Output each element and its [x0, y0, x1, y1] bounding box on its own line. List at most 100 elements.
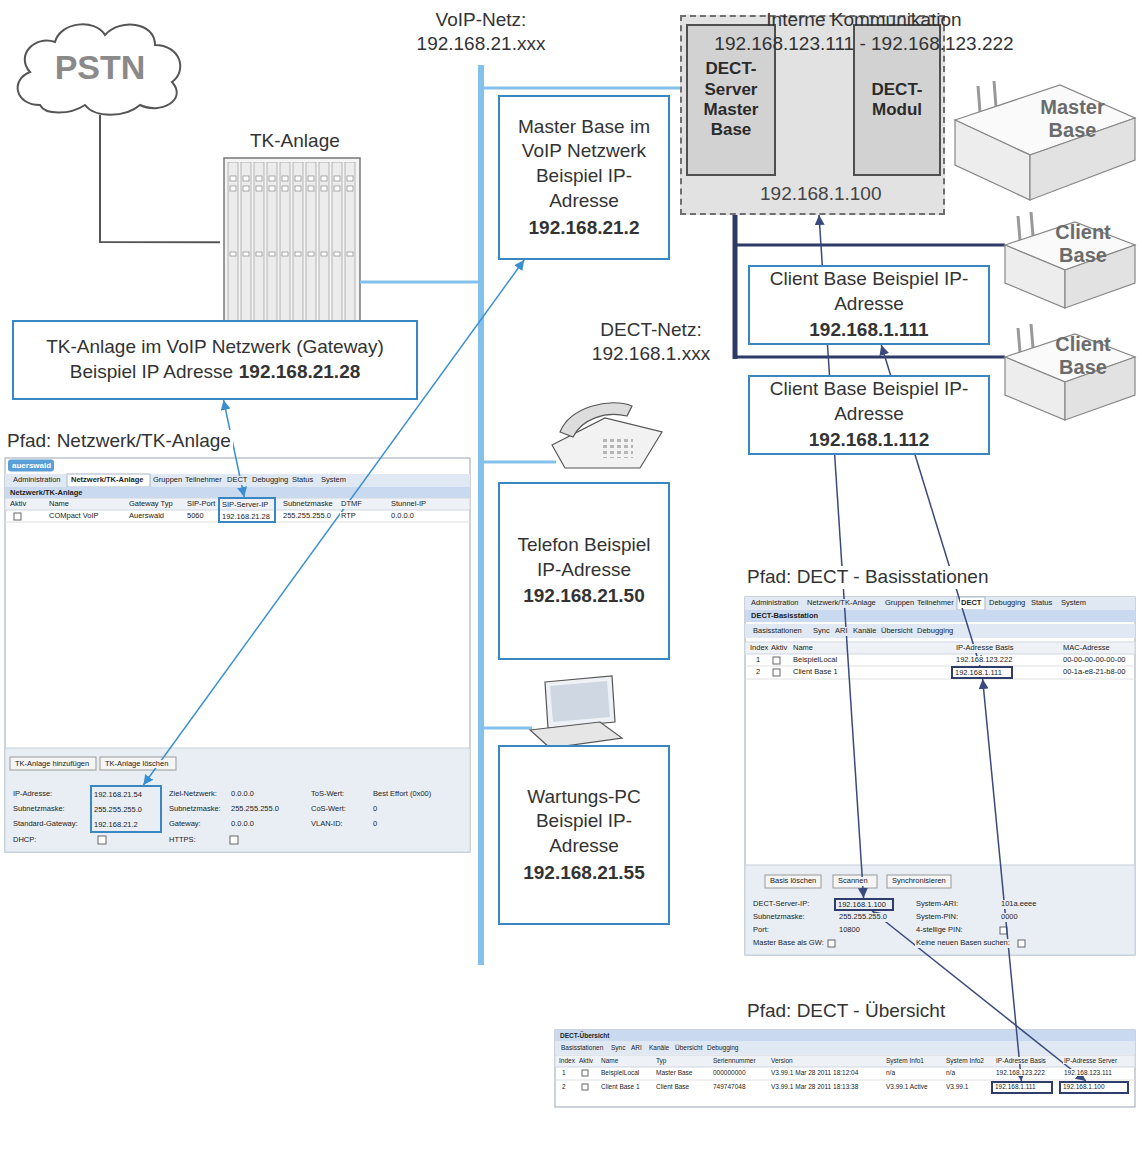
screenshot-text: Best Effort (0x00) [372, 790, 432, 799]
screenshot-text: Name [792, 644, 814, 653]
master-base-device [978, 86, 980, 112]
screenshot-text: Netzwerk/TK-Anlage [70, 476, 145, 485]
screenshot-text: DHCP: [12, 836, 37, 845]
screenshot-panel [555, 1041, 1135, 1054]
screenshot-text: MAC-Adresse [1062, 644, 1111, 653]
text-group: DECT-Modul [857, 80, 937, 121]
node-text: Client Base Beispiel IP-Adresse [758, 377, 980, 426]
text-group: DECT-Server Master Base [690, 59, 772, 141]
screenshot-text: TK-Anlage löschen [104, 760, 169, 769]
screenshot-panel [555, 1030, 1135, 1041]
screenshot-text: Name [48, 500, 70, 509]
client-base-device [1005, 212, 1135, 308]
connector [100, 115, 220, 242]
screenshot-text: Port: [752, 926, 770, 935]
screenshot-panel [745, 624, 1135, 638]
address-box: Client Base Beispiel IP-Adresse192.168.1… [748, 375, 990, 455]
voip-bus [360, 281, 481, 284]
screenshot-panel [745, 610, 1135, 622]
screenshot-text: 4-stellige PIN: [915, 926, 964, 935]
screenshot-text: Basisstationen [752, 627, 803, 636]
screenshot-text: BeispielLocal [792, 656, 838, 665]
screenshot-text: Subnetzmaske: [12, 805, 66, 814]
text-group: 192.168.1.100 [760, 183, 882, 206]
screenshot-text: DTMF [340, 500, 363, 509]
screenshot-panel [5, 498, 470, 510]
node-text: Pfad: DECT - Basisstationen [745, 566, 990, 589]
screenshot-panel [67, 474, 150, 487]
screenshot-panel [745, 679, 1135, 680]
node-text: 192.168.21.28 [239, 361, 361, 382]
screenshot-panel [582, 1070, 588, 1076]
voip-bus [481, 87, 680, 90]
screenshot-text: IP-Adresse: [12, 790, 53, 799]
text-group: Master Base im VoIP Netzwerk Beispiel IP… [508, 115, 660, 240]
voip-bus [481, 461, 556, 464]
laptop [550, 681, 610, 722]
screenshot-text: Client Base 1 [600, 1083, 641, 1090]
screenshot-text: 00-00-00-00-00-00 [1062, 656, 1127, 665]
screenshot-text: Master Base [655, 1069, 694, 1076]
screenshot-text: Ziel-Netzwerk: [168, 790, 218, 799]
screenshot-panel [98, 836, 106, 844]
screenshot-text: System [320, 476, 347, 485]
screenshot-text: DECT [960, 599, 982, 608]
text-group: Client Base Beispiel IP-Adresse192.168.1… [758, 267, 980, 343]
screenshot-text: 0 [372, 805, 378, 814]
dect-bus [735, 244, 1005, 247]
screenshot-panel [582, 1084, 588, 1090]
screenshot-text: Teilnehmer [916, 599, 955, 608]
laptop [545, 676, 615, 728]
node-text: Pfad: Netzwerk/TK-Anlage [5, 430, 233, 453]
node-text: 192.168.21.2 [529, 216, 640, 241]
screenshot-text: ToS-Wert: [310, 790, 345, 799]
connector [983, 679, 1022, 1081]
highlight-box: 192.168.1.100 [834, 898, 894, 911]
screenshot-text: Version [770, 1057, 794, 1064]
screenshot-text: V3.99.1 [945, 1083, 969, 1090]
screenshot-text: DECT-Server-IP: [752, 900, 810, 909]
screenshot-text: VLAN-ID: [310, 820, 344, 829]
screenshot-text: 192.168.123.222 [995, 1069, 1046, 1076]
node-text: 192.168.1.100 [760, 183, 882, 206]
screenshot-text: Stunnel-IP [390, 500, 427, 509]
screenshot-text: Name [600, 1057, 619, 1064]
text-group: 192.168.1.100 [1063, 1083, 1105, 1091]
screenshot-text: Übersicht [674, 1044, 703, 1051]
screenshot-text: 0 [372, 820, 378, 829]
master-base-device [955, 120, 1030, 200]
screenshot-panel [765, 875, 821, 888]
client-base-device [1031, 212, 1033, 236]
screenshot-panel [745, 597, 1135, 955]
node-text: PSTN [55, 47, 146, 88]
pstn-cloud [18, 24, 181, 114]
screenshot-text: 101a.eeee [1000, 900, 1037, 909]
node-text: 192.168.1.100 [838, 900, 886, 909]
screenshot-text: Debugging [988, 599, 1026, 608]
highlight-box: 192.168.1.100 [1059, 1081, 1129, 1094]
highlight-box: 192.168.1.111 [991, 1081, 1053, 1094]
screenshot-panel [230, 836, 238, 844]
screenshot-text: Gateway Typ [128, 500, 174, 509]
node-text: Client Base [1038, 221, 1128, 267]
screenshot-text: Subnetzmaske [282, 500, 334, 509]
screenshot-text: Debugging [706, 1044, 739, 1051]
screenshot-text: V3.99.1 Mar 28 2011 18:13:38 [770, 1083, 859, 1090]
node-text: 192.168.21.2 [94, 820, 138, 829]
screenshot-panel [745, 642, 1135, 654]
text-group: 192.168.1.111 [995, 1083, 1036, 1091]
text-group: Wartungs-PC Beispiel IP-Adresse192.168.2… [508, 785, 660, 886]
node-text: 192.168.1.111 [995, 1083, 1036, 1091]
screenshot-text: Basisstationen [560, 1044, 604, 1051]
screenshot-text: IP-Adresse Server [1063, 1057, 1118, 1064]
screenshot-text: auerswald [11, 461, 52, 470]
node-text: Master Base im VoIP Netzwerk Beispiel IP… [508, 115, 660, 214]
screenshot-text: BeispielLocal [600, 1069, 640, 1076]
node-text: 192.168.21.54 [94, 790, 142, 799]
address-box: Master Base im VoIP Netzwerk Beispiel IP… [498, 95, 670, 260]
screenshot-text: Kanäle [648, 1044, 670, 1051]
node-text: 192.168.1.111 [955, 668, 1002, 677]
screenshot-text: ARI [834, 627, 849, 636]
screenshot-text: 2 [755, 668, 761, 677]
screenshot-text: CoS-Wert: [310, 805, 347, 814]
